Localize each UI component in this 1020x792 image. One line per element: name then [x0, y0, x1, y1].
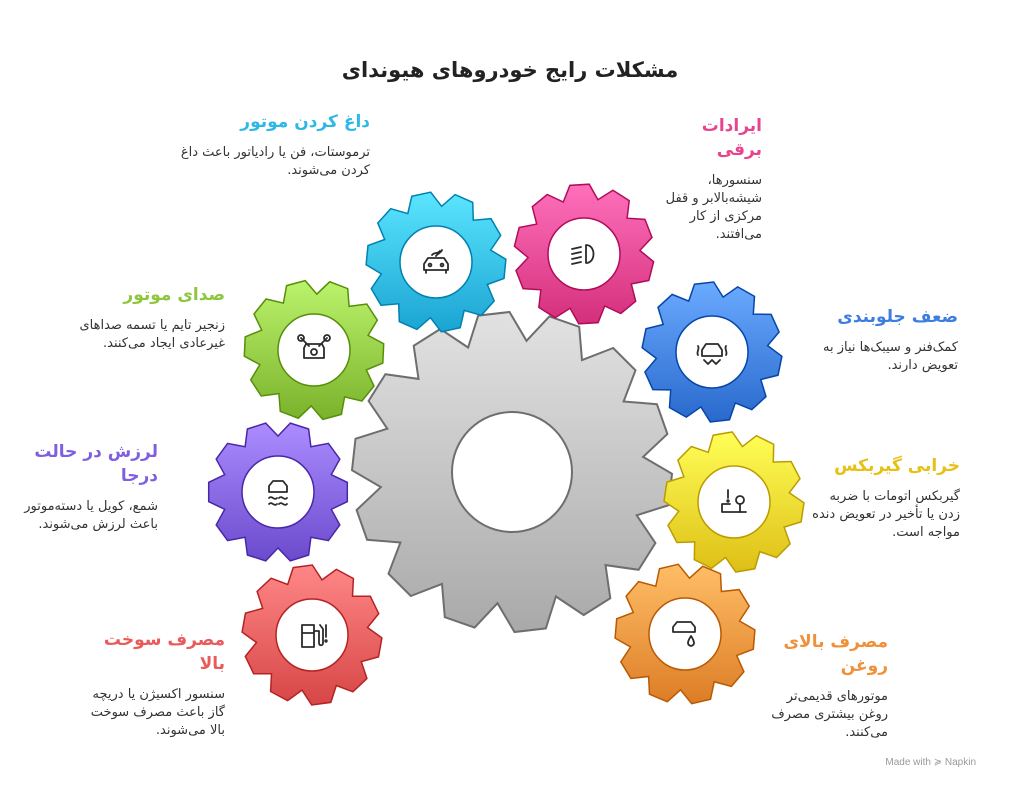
gear-6 — [241, 564, 383, 706]
gear-5 — [663, 431, 805, 573]
item-suspension: ضعف جلوبندی کمک‌فنر و سیبک‌ها نیاز به تع… — [798, 305, 958, 375]
item-label: مصرف سوخت بالا — [103, 630, 225, 674]
gear-1 — [513, 183, 655, 325]
item-desc: گیربکس اتومات با ضربه زدن یا تأخیر در تع… — [812, 489, 960, 540]
item-engine-noise: صدای موتور زنجیر تایم یا تسمه صداهای غیر… — [65, 283, 225, 353]
item-desc: شمع، کویل یا دسته‌موتور باعث لرزش می‌شون… — [24, 499, 158, 532]
item-desc: سنسورها، شیشه‌بالابر و قفل مرکزی از کار … — [665, 173, 762, 242]
item-electrical: ایرادات برقی سنسورها، شیشه‌بالابر و قفل … — [652, 114, 762, 244]
item-label: خرابی گیربکس — [834, 456, 960, 476]
item-fuel-consumption: مصرف سوخت بالا سنسور اکسیژن یا دریچه گاز… — [75, 628, 225, 740]
item-gearbox: خرابی گیربکس گیربکس اتومات با ضربه زدن ی… — [810, 454, 960, 542]
gear-2 — [243, 279, 385, 421]
item-overheating: داغ کردن موتور ترموستات، فن یا رادیاتور … — [180, 110, 370, 180]
item-label: داغ کردن موتور — [240, 112, 370, 132]
headlight-icon — [571, 244, 595, 265]
item-oil-consumption: مصرف بالای روغن موتورهای قدیمی‌تر روغن ب… — [768, 630, 888, 742]
page-title: مشکلات رایج خودروهای هیوندای — [341, 58, 679, 82]
gear-7 — [614, 563, 756, 705]
gear-hub — [275, 598, 349, 672]
item-idle-vibration: لرزش در حالت درجا شمع، کویل یا دسته‌موتو… — [18, 440, 158, 534]
car-heat-icon — [423, 249, 449, 274]
oil-drop-icon — [672, 621, 696, 647]
engine-icon — [297, 334, 331, 359]
item-label: مصرف بالای روغن — [783, 632, 888, 676]
gear-hub — [277, 313, 351, 387]
gear-0 — [365, 191, 507, 333]
gearbox-warning-icon — [721, 489, 747, 513]
item-desc: موتورهای قدیمی‌تر روغن بیشتری مصرف می‌کن… — [771, 689, 888, 740]
gear-3 — [641, 281, 783, 423]
car-shake-icon — [268, 480, 288, 506]
item-label: ضعف جلوبندی — [837, 307, 958, 327]
item-desc: زنجیر تایم یا تسمه صداهای غیرعادی ایجاد … — [79, 318, 225, 351]
item-label: ایرادات برقی — [701, 116, 762, 160]
item-desc: ترموستات، فن یا رادیاتور باعث داغ کردن م… — [180, 145, 370, 178]
gear-hub — [399, 225, 473, 299]
footer-credit: Made with ≽ Napkin — [885, 757, 976, 768]
gear-hub — [675, 315, 749, 389]
item-label: صدای موتور — [123, 285, 225, 305]
fuel-pump-icon — [301, 624, 328, 648]
item-desc: سنسور اکسیژن یا دریچه گاز باعث مصرف سوخت… — [90, 687, 225, 738]
gear-hub — [547, 217, 621, 291]
gear-hub — [697, 465, 771, 539]
center-gear-hole — [451, 411, 573, 533]
gear-4 — [207, 422, 349, 562]
gear-hub — [648, 597, 722, 671]
item-desc: کمک‌فنر و سیبک‌ها نیاز به تعویض دارند. — [822, 340, 958, 373]
item-label: لرزش در حالت درجا — [34, 442, 158, 486]
car-suspension-icon — [696, 343, 728, 365]
